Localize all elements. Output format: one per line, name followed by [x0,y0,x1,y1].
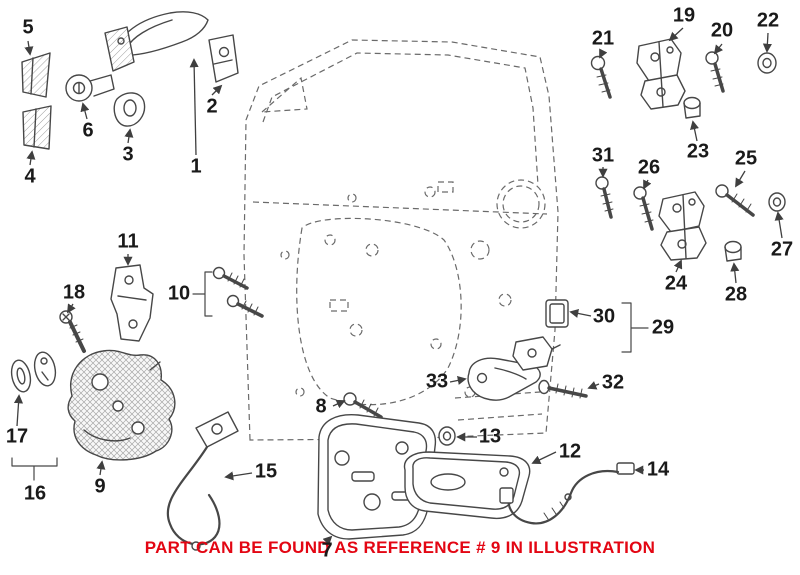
exterior-handle-part-1 [104,11,209,72]
lock-cable-part-14 [499,462,635,525]
bolt-part-25 [715,184,755,217]
bolt-part-26 [633,186,654,231]
caption: PART CAN BE FOUND AS REFERENCE # 9 IN IL… [144,538,656,557]
bracket-part-11 [110,264,154,342]
cap-part-4 [22,105,52,150]
screw-part-8 [343,392,383,419]
bolt-part-32 [538,379,588,399]
hinge-part-24 [658,191,707,261]
washer-part-27 [768,192,786,212]
door-latch-part-9 [67,349,176,461]
door-check-part-29 [512,302,649,371]
clips-part-17-16 [10,351,58,481]
leader-lines [13,27,784,546]
bolt-part-31 [595,176,614,219]
screw-part-18 [59,310,86,353]
lock-cylinder-part-6 [65,74,115,102]
plate-part-30 [545,299,569,328]
washer-part-22 [757,52,777,74]
hinge-part-19 [636,38,686,110]
bowden-cable-part-15 [166,411,239,551]
screws-part-10 [192,266,264,318]
cap-part-28 [724,240,742,262]
bolt-part-21 [590,55,612,99]
handle-trim-part-12 [403,451,531,520]
bolt-part-20 [705,51,725,93]
handle-end-cap-part-2 [208,34,239,83]
cap-part-5 [21,52,51,98]
gasket-part-3 [113,92,146,127]
grommet-part-13 [438,426,456,446]
cap-part-23 [683,96,701,119]
